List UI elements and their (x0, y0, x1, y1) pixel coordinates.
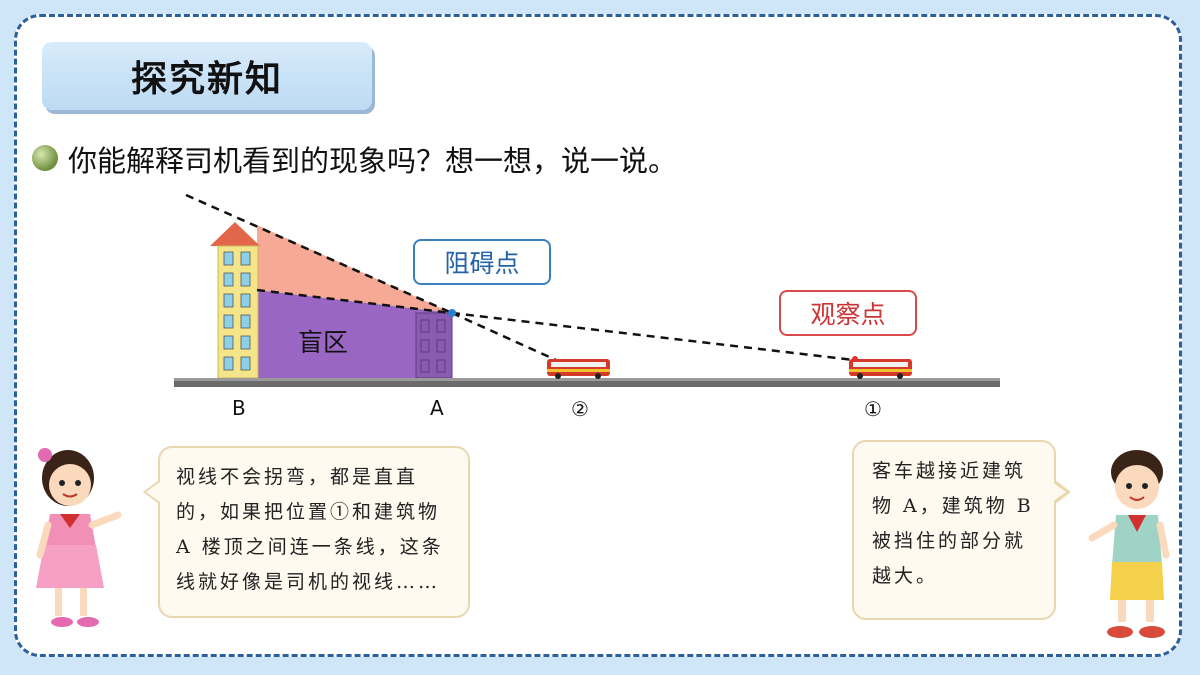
blocker-point (448, 309, 456, 317)
building-a-label: A (430, 396, 444, 420)
bubble-tail-inner (1052, 482, 1066, 502)
page-title: 探究新知 (130, 59, 283, 100)
sightline-upper (185, 193, 453, 315)
boy-speech-bubble: 客车越接近建筑 物 A，建筑物 B 被挡住的部分就 越大。 (852, 440, 1056, 620)
position-1-label: ① (864, 397, 882, 421)
sightline-1-top (451, 311, 855, 362)
bubble-line: 越大。 (872, 565, 939, 587)
bubble-line: 视线不会拐弯，都是直直 (176, 466, 419, 488)
bus-icon (547, 359, 610, 379)
bubble-line: 被挡住的部分就 (872, 530, 1027, 552)
ground-line (174, 378, 1000, 387)
bubble-line: A 楼顶之间连一条线，这条 (176, 536, 444, 558)
building-b (210, 222, 260, 379)
green-dot-icon (32, 145, 58, 171)
bubble-line: 线就好像是司机的视线…… (176, 571, 441, 593)
sightline-2 (451, 311, 557, 362)
girl-illustration (36, 448, 122, 627)
observation-point-label: 观察点 (779, 290, 917, 336)
blocker-point-label: 阻碍点 (413, 239, 551, 285)
blind-zone-label: 盲区 (298, 328, 349, 357)
blind-zone (257, 290, 452, 378)
bubble-line: 物 A，建筑物 B (872, 495, 1034, 517)
question-text: 你能解释司机看到的现象吗？想一想，说一说。 (68, 144, 678, 178)
building-a (415, 312, 453, 379)
bubble-line: 客车越接近建筑 (872, 460, 1027, 482)
girl-speech-bubble: 视线不会拐弯，都是直直 的，如果把位置①和建筑物 A 楼顶之间连一条线，这条 线… (158, 446, 470, 618)
bus-icon (849, 356, 912, 379)
bubble-line: 的，如果把位置①和建筑物 (176, 501, 441, 523)
title-banner: 探究新知 (42, 42, 372, 110)
bubble-tail-inner (146, 482, 160, 502)
building-b-label: B (232, 396, 246, 420)
sightline-1-bottom (256, 288, 453, 315)
position-2-label: ② (571, 397, 589, 421)
boy-illustration (1088, 450, 1170, 638)
